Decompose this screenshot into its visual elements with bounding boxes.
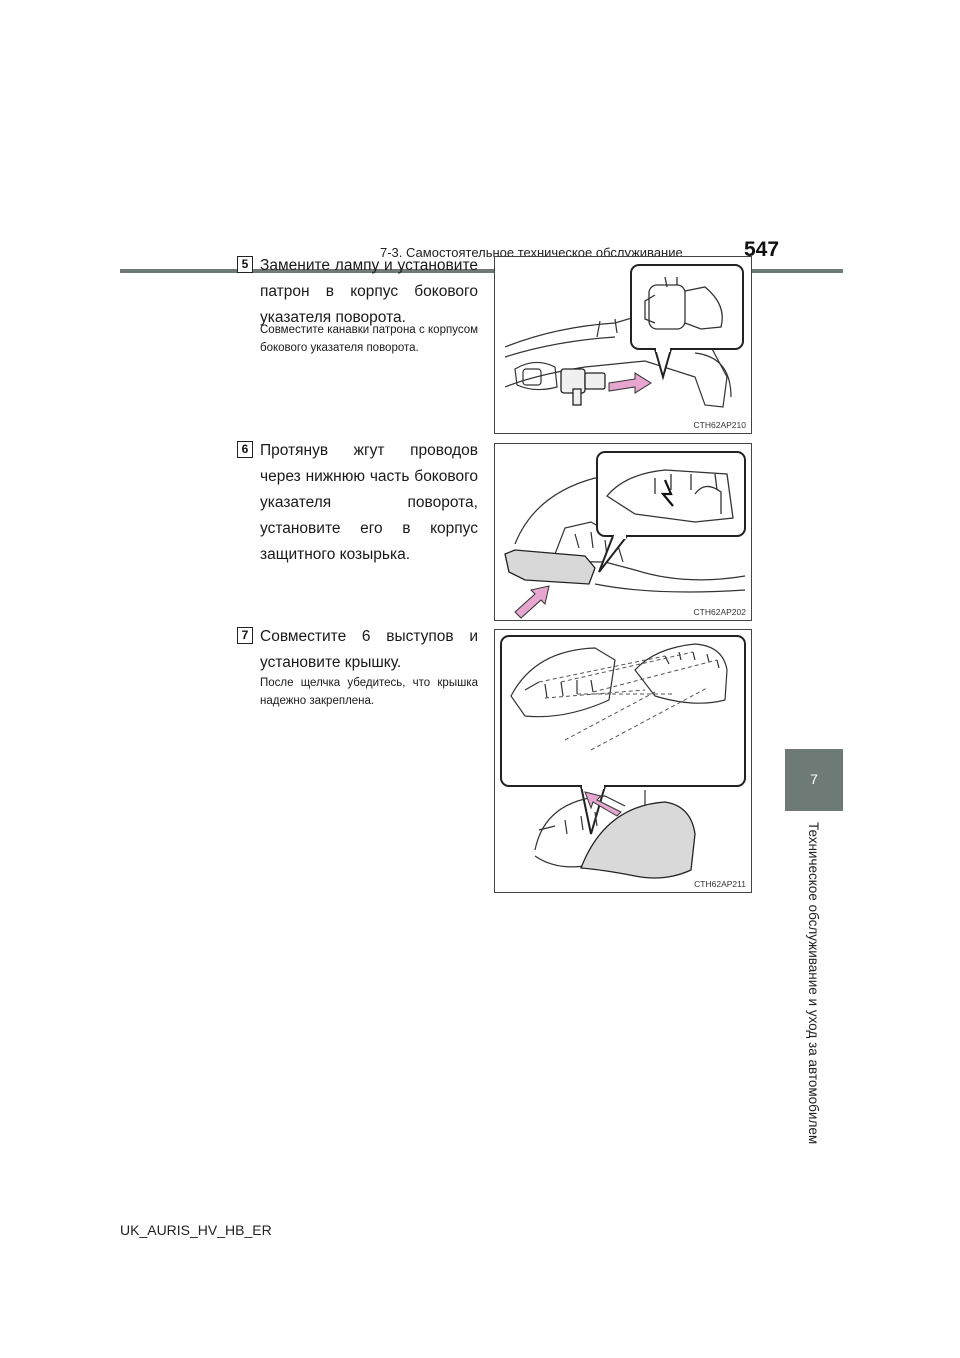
- figure-bulb-socket: CTH62AP210: [494, 256, 752, 434]
- figure-code: CTH62AP211: [694, 879, 746, 889]
- illustration-harness-routing: [504, 451, 746, 619]
- step-instruction: Совместите 6 выступов и установите крышк…: [260, 628, 478, 671]
- step-number-badge: 5: [237, 256, 253, 273]
- document-code: UK_AURIS_HV_HB_ER: [120, 1222, 272, 1238]
- chapter-number: 7: [810, 771, 818, 787]
- step-note: После щелчка убедитесь, что крышка надеж…: [260, 677, 478, 707]
- header-rule: [120, 269, 843, 273]
- illustration-socket-installation: [504, 264, 744, 408]
- step-number-badge: 7: [237, 627, 253, 644]
- figure-wire-harness: CTH62AP202: [494, 443, 752, 621]
- figure-code: CTH62AP202: [693, 607, 746, 617]
- figure-cover-install: CTH62AP211: [494, 629, 752, 893]
- illustration-cover-alignment: [500, 635, 746, 879]
- chapter-title: Техническое обслуживание и уход за автом…: [806, 822, 821, 1145]
- step-instruction: Протянув жгут проводов через нижнюю част…: [260, 442, 478, 563]
- step-note: Совместите канавки патрона с корпусом бо…: [260, 324, 478, 354]
- figure-code: CTH62AP210: [693, 420, 746, 430]
- step-number-badge: 6: [237, 441, 253, 458]
- chapter-tab: 7: [785, 749, 843, 811]
- step-instruction: Замените лампу и установите патрон в кор…: [260, 257, 478, 326]
- page-number: 547: [744, 238, 780, 261]
